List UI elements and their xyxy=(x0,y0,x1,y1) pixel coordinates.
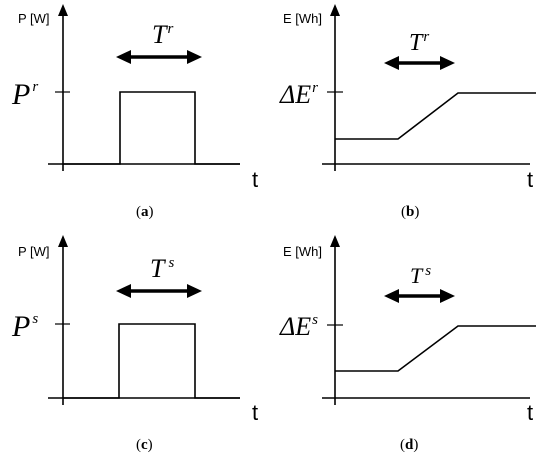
caption-b: (b) xyxy=(401,204,419,220)
caption-a: (a) xyxy=(136,204,154,220)
y-axis-label: E [Wh] xyxy=(283,244,322,259)
y-axis-label: E [Wh] xyxy=(283,11,322,26)
duration-label: Tr xyxy=(152,20,173,49)
x-axis-label: t xyxy=(527,167,533,192)
level-label: ΔEr xyxy=(279,80,318,109)
duration-arrowhead-left xyxy=(384,56,399,70)
x-axis-label: t xyxy=(252,400,258,425)
duration-arrowhead-right xyxy=(440,56,455,70)
energy-curve xyxy=(335,92,536,140)
y-axis-label: P [W] xyxy=(18,244,50,259)
caption-c: (c) xyxy=(136,437,153,453)
y-axis-arrowhead xyxy=(58,4,68,16)
power-pulse xyxy=(63,91,240,165)
duration-arrowhead-left xyxy=(116,50,131,64)
y-axis-arrowhead xyxy=(58,235,68,247)
energy-curve xyxy=(335,325,536,372)
y-axis-arrowhead xyxy=(330,4,340,16)
x-axis-label: t xyxy=(527,400,533,425)
duration-arrowhead-left xyxy=(116,284,131,298)
x-axis-label: t xyxy=(252,167,258,192)
duration-arrowhead-left xyxy=(384,289,399,303)
y-axis-arrowhead xyxy=(330,235,340,247)
level-label: ΔEs xyxy=(279,312,318,341)
duration-arrowhead-right xyxy=(440,289,455,303)
duration-arrowhead-right xyxy=(187,284,202,298)
panel-b: E [Wh] t ΔEr Tr (b) xyxy=(279,4,536,220)
duration-arrowhead-right xyxy=(187,50,202,64)
y-axis-label: P [W] xyxy=(18,11,50,26)
caption-d: (d) xyxy=(400,437,418,453)
duration-label: Tr xyxy=(409,29,429,56)
power-pulse xyxy=(63,323,240,399)
